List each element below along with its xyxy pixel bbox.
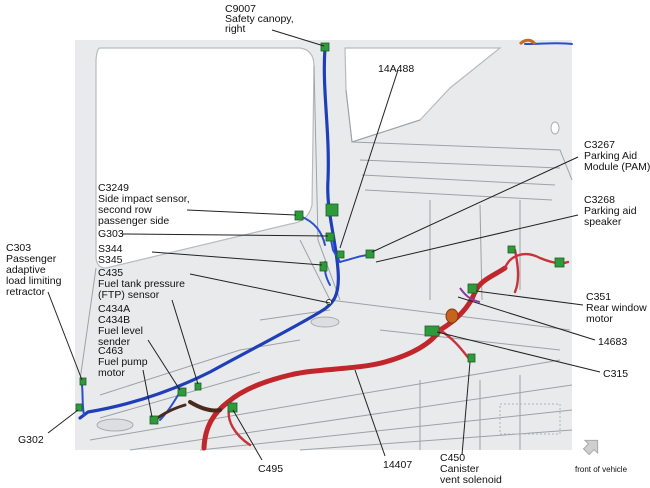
connector-c303 (79, 377, 87, 386)
connector-c3267 (365, 249, 375, 259)
label-front-of-vehicle: front of vehicle (575, 465, 628, 474)
label-14a488: 14A488 (378, 63, 414, 75)
label-14407: 14407 (383, 459, 412, 471)
connector-c463 (149, 415, 159, 425)
label-c315: C315 (603, 368, 628, 380)
connector-c315 (424, 325, 440, 337)
label-c463: C463 Fuel pump motor (98, 345, 151, 379)
label-14683: 14683 (598, 336, 627, 348)
label-c303: C303 Passenger adaptive load limiting re… (6, 242, 64, 298)
label-g303: G303 (98, 228, 124, 240)
connector-c3249 (294, 210, 304, 221)
connector-c3268-end (554, 257, 565, 268)
connector-c3268 (507, 245, 516, 254)
label-c495: C495 (258, 463, 283, 475)
connector-c434 (177, 387, 187, 397)
connector-c351 (467, 283, 478, 294)
connectors (75, 42, 565, 425)
label-c435: C435 Fuel tank pressure (FTP) sensor (98, 267, 188, 301)
connector-14a488 (325, 203, 339, 217)
vehicle-body-illustration (75, 40, 573, 451)
connector-g303 (325, 232, 335, 242)
front-of-vehicle-arrow-icon (582, 439, 599, 456)
label-c3249: C3249 Side impact sensor, second row pas… (98, 182, 193, 227)
connector-c495 (227, 402, 238, 413)
connector-c450 (467, 353, 476, 363)
leader-lines (47, 29, 601, 461)
label-c450: C450 Canister vent solenoid (440, 452, 502, 486)
connector-s344 (336, 250, 345, 259)
callout-labels: C9007 Safety canopy, right 14A488 C3249 … (6, 3, 650, 486)
label-c351: C351 Rear window motor (586, 291, 650, 325)
label-g302: G302 (18, 434, 44, 446)
connector-c9007 (320, 42, 330, 52)
label-c434: C434A C434B Fuel level sender (98, 303, 146, 348)
connector-s345 (319, 261, 328, 272)
connector-c435 (194, 382, 202, 391)
label-c3267: C3267 Parking Aid Module (PAM) (584, 139, 650, 173)
label-s344-s345: S344 S345 (98, 243, 125, 266)
connector-g302 (75, 403, 83, 412)
label-c3268: C3268 Parking aid speaker (584, 194, 639, 228)
label-c9007: C9007 Safety canopy, right (225, 3, 297, 35)
